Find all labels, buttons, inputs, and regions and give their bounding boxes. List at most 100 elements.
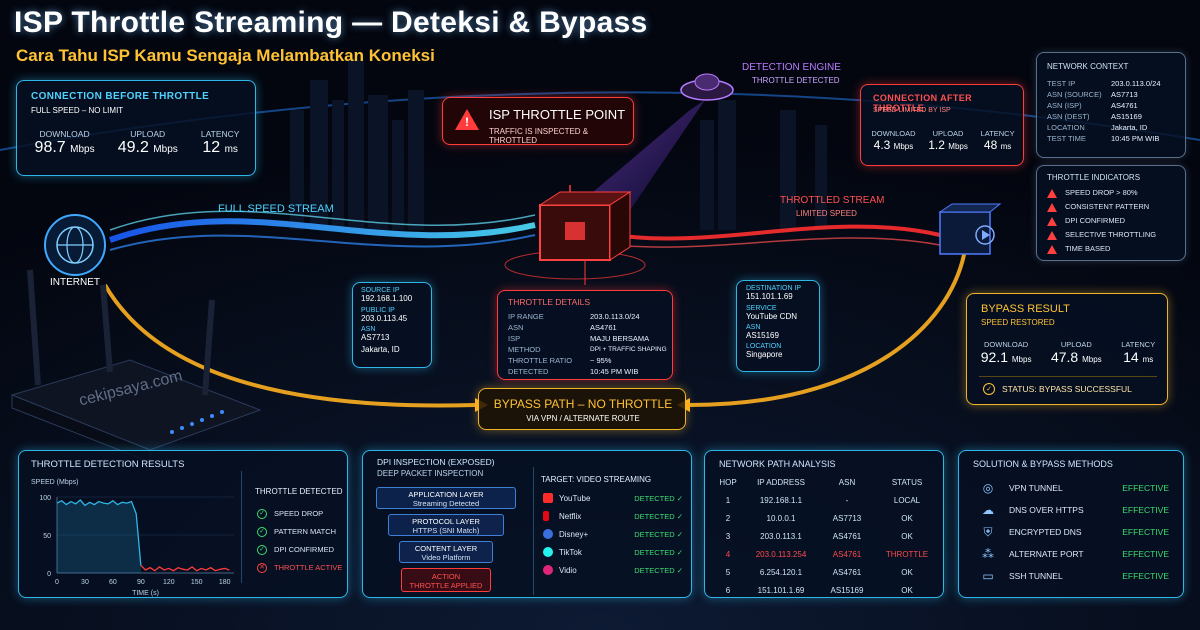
check-item: ✓PATTERN MATCH — [257, 523, 342, 541]
bypass-result-subtitle: SPEED RESTORED — [981, 318, 1055, 327]
detection-engine-title: DETECTION ENGINE — [742, 62, 841, 73]
vidio-icon — [543, 565, 553, 575]
throttle-indicators-title: THROTTLE INDICATORS — [1047, 173, 1141, 182]
x-tick-label: 60 — [109, 579, 117, 586]
check-item: ✕THROTTLE ACTIVE — [257, 559, 342, 577]
detection-results-panel: THROTTLE DETECTION RESULTS SPEED (Mbps) … — [18, 450, 348, 598]
internet-label: INTERNET — [50, 277, 100, 288]
destination-info-panel: DESTINATION IP 151.101.1.69 SERVICE YouT… — [736, 280, 820, 372]
warning-icon — [1047, 230, 1057, 240]
connection-after-panel: CONNECTION AFTER THROTTLE SPEED LIMITED … — [860, 84, 1024, 166]
dpi-inspection-panel: DPI INSPECTION (EXPOSED) DEEP PACKET INS… — [362, 450, 692, 598]
connection-before-subtitle: FULL SPEED – NO LIMIT — [31, 106, 124, 115]
path-analysis-title: NETWORK PATH ANALYSIS — [719, 459, 836, 469]
after-latency: LATENCY 48 ms — [980, 129, 1015, 152]
throttled-stream-subtitle: LIMITED SPEED — [796, 209, 857, 218]
warning-icon — [1047, 244, 1057, 254]
y-tick-label: 0 — [47, 571, 51, 578]
throttle-point-title: ISP THROTTLE POINT — [489, 107, 626, 122]
service-row-disney: Disney+DETECTED ✓ — [543, 525, 683, 543]
check-icon: ✓ — [983, 383, 995, 395]
series-line — [56, 499, 142, 566]
bypass-path-subtitle: VIA VPN / ALTERNATE ROUTE — [526, 414, 640, 423]
bypass-path-title: BYPASS PATH – NO THROTTLE — [493, 397, 673, 411]
series-line — [140, 564, 230, 572]
chart-ylabel: SPEED (Mbps) — [31, 479, 79, 486]
bypass-result-title: BYPASS RESULT — [981, 303, 1070, 315]
throttle-details-title: THROTTLE DETAILS — [508, 297, 591, 307]
nodes-icon: ⁂ — [982, 547, 994, 561]
network-context-title: NETWORK CONTEXT — [1047, 62, 1129, 71]
path-analysis-panel: NETWORK PATH ANALYSIS HOP IP ADDRESS ASN… — [704, 450, 944, 598]
terminal-icon: ▭ — [982, 569, 994, 583]
dpi-target-title: TARGET: VIDEO STREAMING — [541, 475, 652, 484]
x-tick-label: 180 — [219, 579, 231, 586]
router — [10, 269, 262, 463]
indicator-item: SELECTIVE THROTTLING — [1047, 228, 1156, 242]
after-download: DOWNLOAD 4.3 Mbps — [871, 129, 916, 152]
internet-globe-icon — [44, 214, 106, 276]
netflix-icon — [543, 511, 549, 521]
y-tick-label: 100 — [39, 495, 51, 502]
after-upload: UPLOAD 1.2 Mbps — [928, 129, 968, 152]
throttle-point-panel: ! ISP THROTTLE POINT TRAFFIC IS INSPECTE… — [442, 97, 634, 145]
full-speed-stream-label: FULL SPEED STREAM — [218, 203, 334, 215]
connection-before-title: CONNECTION BEFORE THROTTLE — [31, 91, 210, 102]
shield-icon: ⛨ — [983, 524, 993, 539]
check-icon: ✓ — [257, 527, 267, 537]
bypass-download: DOWNLOAD 92.1 Mbps — [980, 340, 1032, 365]
warning-icon — [1047, 202, 1057, 212]
tiktok-icon — [543, 547, 553, 557]
indicator-item: TIME BASED — [1047, 242, 1156, 256]
page-subtitle: Cara Tahu ISP Kamu Sengaja Melambatkan K… — [16, 46, 435, 65]
throttled-stream-title: THROTTLED STREAM — [780, 195, 885, 206]
dpi-title: DPI INSPECTION (EXPOSED) — [377, 457, 495, 467]
dpi-subtitle: DEEP PACKET INSPECTION — [377, 469, 484, 478]
check-icon: ✓ — [257, 545, 267, 555]
connection-after-title: CONNECTION AFTER THROTTLE — [873, 93, 973, 113]
youtube-icon — [543, 493, 553, 503]
x-axis-label: TIME (s) — [132, 590, 159, 597]
bypass-status: ✓ STATUS: BYPASS SUCCESSFUL — [983, 383, 1132, 395]
check-item: ✓SPEED DROP — [257, 505, 342, 523]
indicator-item: SPEED DROP > 80% — [1047, 186, 1156, 200]
page-title: ISP Throttle Streaming — Deteksi & Bypas… — [14, 6, 648, 39]
before-upload: UPLOAD 49.2 Mbps — [117, 129, 178, 156]
throttle-cube — [504, 191, 646, 280]
x-tick-label: 90 — [137, 579, 145, 586]
source-info-panel: SOURCE IP 192.168.1.100 PUBLIC IP 203.0.… — [352, 282, 432, 368]
globe-icon: ◎ — [982, 481, 994, 495]
bypass-latency: LATENCY 14 ms — [1121, 340, 1156, 365]
warning-icon — [455, 109, 479, 130]
throttle-indicators-panel: THROTTLE INDICATORS SPEED DROP > 80% CON… — [1036, 165, 1186, 261]
before-download: DOWNLOAD 98.7 Mbps — [34, 129, 95, 156]
streaming-device — [938, 203, 1002, 255]
x-tick-label: 0 — [55, 579, 59, 586]
cloud-lock-icon: ☁ — [982, 503, 994, 517]
x-tick-label: 150 — [191, 579, 203, 586]
detection-engine-subtitle: THROTTLE DETECTED — [752, 76, 840, 85]
